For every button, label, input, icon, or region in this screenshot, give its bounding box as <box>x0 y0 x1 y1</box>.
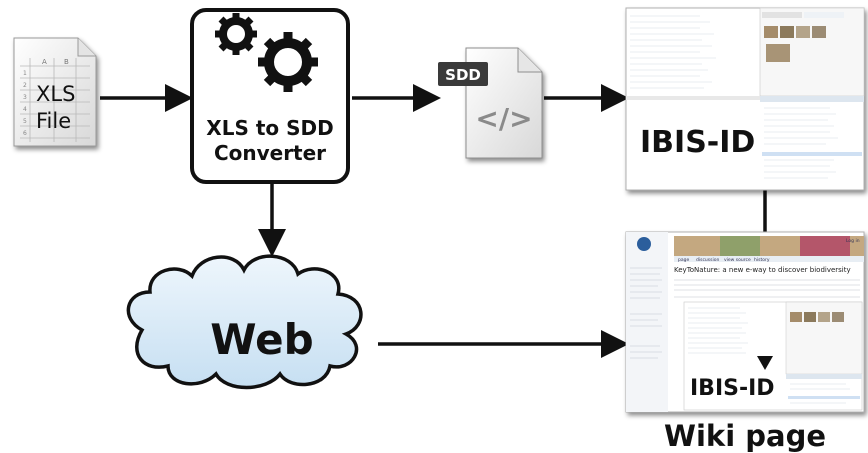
web-cloud: Web <box>126 254 363 390</box>
xls-label-line2: File <box>36 109 71 133</box>
sdd-badge <box>438 62 488 86</box>
xls-col-a: A <box>42 58 47 66</box>
xls-row-5: 5 <box>23 118 27 125</box>
ibis-bottom-label: IBIS-ID <box>690 376 775 401</box>
converter-label-line1: XLS to SDD <box>206 116 333 140</box>
wiki-tab-page: page <box>678 258 689 263</box>
gear-large-icon <box>258 32 318 92</box>
xls-file-icon <box>13 37 97 147</box>
ibis-screenshot-top: IBIS-ID <box>625 7 865 191</box>
converter-box: XLS to SDD Converter <box>190 8 350 184</box>
wiki-tab-history: history <box>754 257 770 263</box>
xls-row-6: 6 <box>23 130 27 137</box>
web-label: Web <box>210 315 313 364</box>
xls-grid <box>20 58 90 142</box>
xls-col-b: B <box>64 58 69 66</box>
arrow-ibis-to-wiki-head <box>757 356 773 370</box>
wiki-tab-discussion: discussion <box>696 257 719 263</box>
wiki-heading: KeyToNature: a new e-way to discover bio… <box>674 266 851 274</box>
xls-row-3: 3 <box>23 94 27 101</box>
converter-label-line2: Converter <box>214 141 326 165</box>
xls-label-line1: XLS <box>36 82 75 106</box>
xls-row-1: 1 <box>23 70 27 77</box>
gear-small-icon <box>215 13 257 55</box>
wiki-screenshot: page discussion view source history Log … <box>625 231 865 413</box>
xls-row-2: 2 <box>23 82 27 89</box>
wiki-page-caption: Wiki page <box>664 419 826 453</box>
wiki-login-link[interactable]: Log in <box>846 238 860 244</box>
ibis-top-label: IBIS-ID <box>640 125 755 160</box>
wiki-tab-view-source: view source <box>724 257 751 263</box>
sdd-badge-label: SDD <box>445 66 481 84</box>
wiki-logo <box>637 237 651 251</box>
code-icon: </> <box>475 102 532 135</box>
xls-row-4: 4 <box>23 106 27 113</box>
sdd-file-icon: SDD </> <box>438 47 543 159</box>
